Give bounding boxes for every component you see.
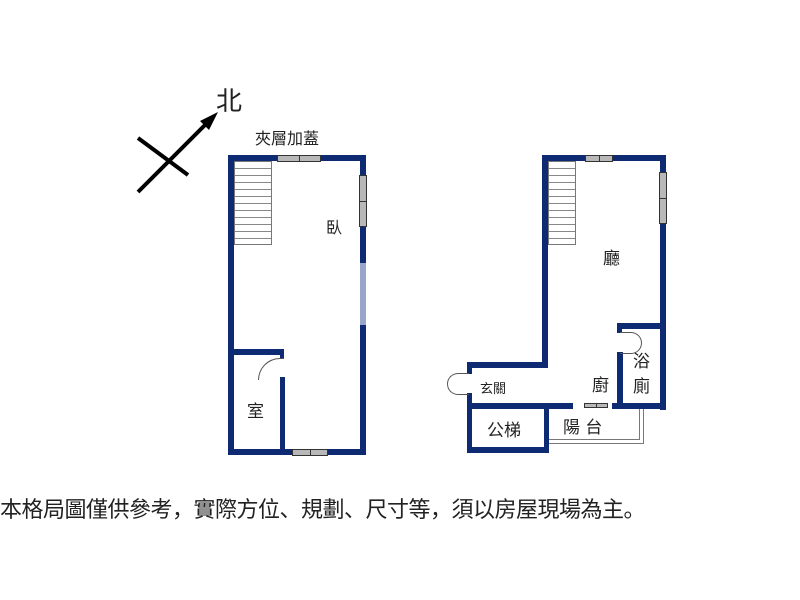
balcony-door[interactable] — [584, 403, 608, 408]
wall — [467, 393, 472, 453]
room-label-balcony: 陽 台 — [563, 418, 603, 438]
window — [277, 155, 321, 162]
wall — [280, 377, 285, 453]
wall — [660, 155, 666, 410]
wall-opening — [360, 263, 366, 325]
window — [292, 449, 328, 456]
room-label-kitchen: 廚 — [592, 376, 609, 396]
room-label-entrance: 玄關 — [480, 382, 507, 397]
entrance-door[interactable] — [447, 373, 469, 395]
staircase — [548, 161, 576, 245]
disclaimer-text: 本格局圖僅供參考，實際方位、規劃、尺寸等，須以房屋現場為主。 — [0, 498, 646, 523]
main-plan: 廳 玄關 廚 浴 廁 公梯 陽 台 — [0, 0, 667, 453]
room-label-toilet: 廁 — [633, 377, 650, 397]
window — [585, 155, 613, 162]
compass: 北 — [130, 85, 242, 195]
door[interactable] — [258, 358, 284, 380]
north-label: 北 — [216, 87, 243, 117]
wall — [544, 403, 549, 453]
room-label-bath: 浴 — [633, 352, 650, 372]
mezzanine-title: 夾層加蓋 — [255, 129, 320, 148]
room-label-room: 室 — [247, 402, 264, 422]
wall — [467, 362, 472, 374]
wall — [228, 349, 284, 355]
wall — [467, 362, 548, 368]
room-label-public-stairs: 公梯 — [487, 421, 521, 441]
balcony-railing — [643, 409, 644, 444]
north-arrow-icon — [136, 112, 218, 194]
staircase — [234, 161, 272, 245]
wall — [617, 352, 623, 409]
balcony-railing — [549, 439, 640, 440]
balcony-railing — [639, 409, 640, 440]
wall — [280, 349, 284, 359]
wall — [467, 447, 548, 453]
balcony-railing — [549, 443, 644, 444]
window — [359, 175, 367, 227]
wall — [617, 323, 622, 333]
room-label-bedroom: 臥 — [326, 218, 343, 237]
wall — [228, 155, 234, 455]
wall — [617, 323, 666, 329]
wall — [612, 403, 666, 409]
wall — [542, 155, 548, 368]
window — [659, 172, 667, 224]
mezzanine-plan: 臥 室 — [0, 0, 367, 456]
bathroom-door[interactable] — [620, 332, 642, 354]
room-label-living: 廳 — [603, 249, 620, 269]
wall — [467, 403, 573, 409]
